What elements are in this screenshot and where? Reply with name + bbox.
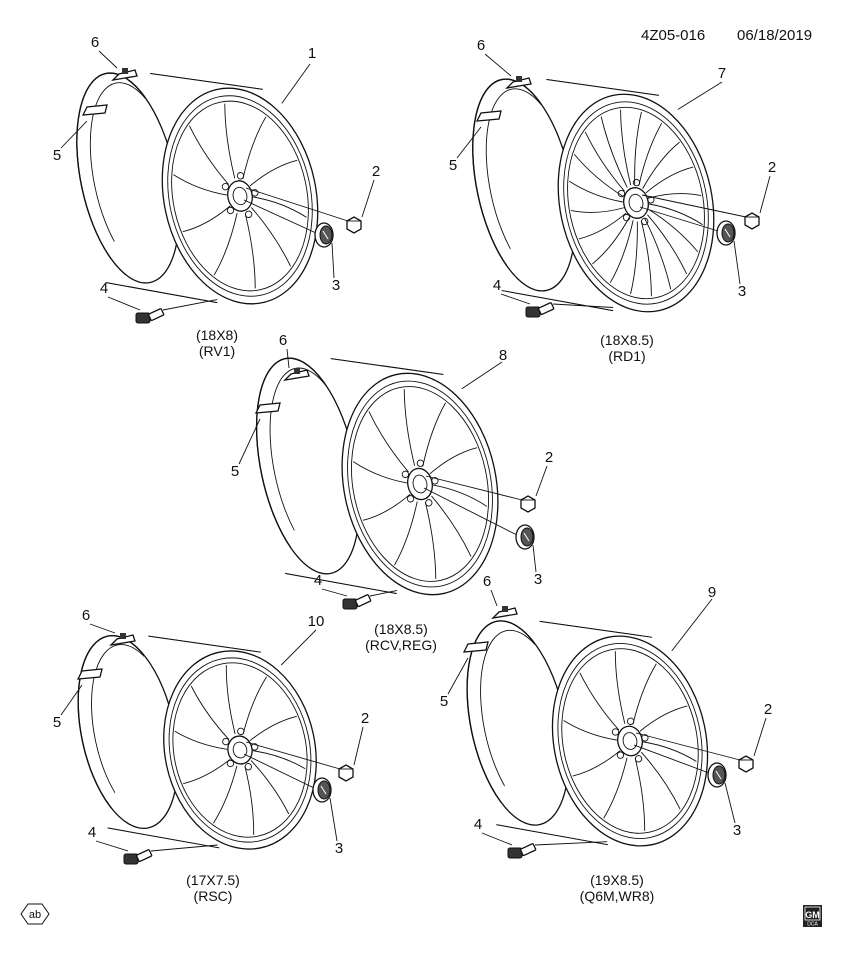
callout-4: 4 [474,816,482,833]
balance-weight-clip [111,68,138,81]
center-cap [707,762,727,788]
callout-4: 4 [314,572,322,589]
callout-6: 6 [82,607,90,624]
callout-5: 5 [440,693,448,710]
callout-3: 3 [733,822,741,839]
callout-6: 6 [91,34,99,51]
wheel-assembly-w9: 2 3 4 5 6 9 (19X8.5)(Q6M,WR8) [440,573,772,904]
lug-nut [346,216,362,234]
center-cap [515,524,535,550]
callout-4: 4 [493,277,501,294]
tire-pressure-sensor [342,589,398,610]
wheel-callout-number: 8 [499,347,507,364]
balance-weight-adhesive [462,641,489,653]
wheel-rpo-label: (RCV,REG) [365,637,437,653]
wheel-callout-number: 9 [708,584,716,601]
lug-nut [520,495,536,513]
wheel-rpo-label: (RD1) [608,348,645,364]
balance-weight-clip [109,633,136,646]
callout-5: 5 [53,147,61,164]
svg-text:GM: GM [805,910,820,920]
tire-pressure-sensor [507,841,608,859]
diagram-code: 4Z05-016 [641,27,705,44]
wheel-callout-number: 1 [308,45,316,62]
callout-2: 2 [361,710,369,727]
ab-badge-icon: ab [20,903,50,925]
wheel-face [557,93,715,313]
wheel-face [551,635,709,847]
svg-text:DCA: DCA [807,922,818,928]
lug-nut [738,755,754,773]
callout-6: 6 [279,332,287,349]
wheel-size-label: (18X8.5) [600,332,654,348]
wheel-rpo-label: (RV1) [199,343,235,359]
wheel-rpo-label: (RSC) [194,888,233,904]
balance-weight-adhesive [76,668,103,680]
callout-6: 6 [483,573,491,590]
callout-6: 6 [477,37,485,54]
wheel-callout-number: 7 [718,65,726,82]
wheel-face [161,87,319,305]
callout-5: 5 [449,157,457,174]
wheel-assembly-w10: 2 3 4 5 6 10 (17X7.5)(RSC) [53,607,369,904]
callout-2: 2 [545,449,553,466]
diagram-date: 06/18/2019 [737,27,812,44]
balance-weight-adhesive [81,104,108,116]
balance-weight-adhesive [254,402,281,414]
tire-pressure-sensor [525,302,614,318]
wheel-size-label: (18X8.5) [374,621,428,637]
callout-2: 2 [372,163,380,180]
wheel-size-label: (18X8) [196,327,238,343]
center-cap [314,222,334,248]
wheel-assembly-w8: 2 3 4 5 6 8 (18X8.5)(RCV,REG) [231,332,553,653]
wheel-face [163,650,317,850]
wheel-callout-number: 10 [308,613,325,630]
balance-weight-clip [491,606,518,619]
center-cap [716,220,736,246]
tire-pressure-sensor [123,844,218,865]
svg-text:ab: ab [29,909,41,921]
callout-2: 2 [768,159,776,176]
wheel-rpo-label: (Q6M,WR8) [580,888,655,904]
lug-nut [744,212,760,230]
wheel-groups: 234561(18X8)(RV1)234567(18X8.5)(RD1)2345… [53,34,776,904]
callout-4: 4 [100,280,108,297]
callout-3: 3 [534,571,542,588]
callout-3: 3 [332,277,340,294]
wheel-assembly-w1: 2 3 4 5 6 1 (18X8)(RV1) [53,34,380,359]
lug-nut [338,764,354,782]
gm-logo-icon: GM DCA [803,905,822,928]
wheel-assembly-w7: 2 3 4 5 6 7 (18X8.5)(RD1) [449,37,776,364]
balance-weight-clip [505,76,532,89]
callout-5: 5 [53,714,61,731]
callout-3: 3 [335,840,343,857]
callout-3: 3 [738,283,746,300]
callout-2: 2 [764,701,772,718]
balance-weight-adhesive [475,110,502,122]
wheel-face [341,372,499,596]
wheel-size-label: (17X7.5) [186,872,240,888]
wheel-size-label: (19X8.5) [590,872,644,888]
balance-weight-clip [283,368,310,381]
callout-4: 4 [88,824,96,841]
center-cap [312,777,332,803]
callout-5: 5 [231,463,239,480]
tire-pressure-sensor [135,299,218,324]
